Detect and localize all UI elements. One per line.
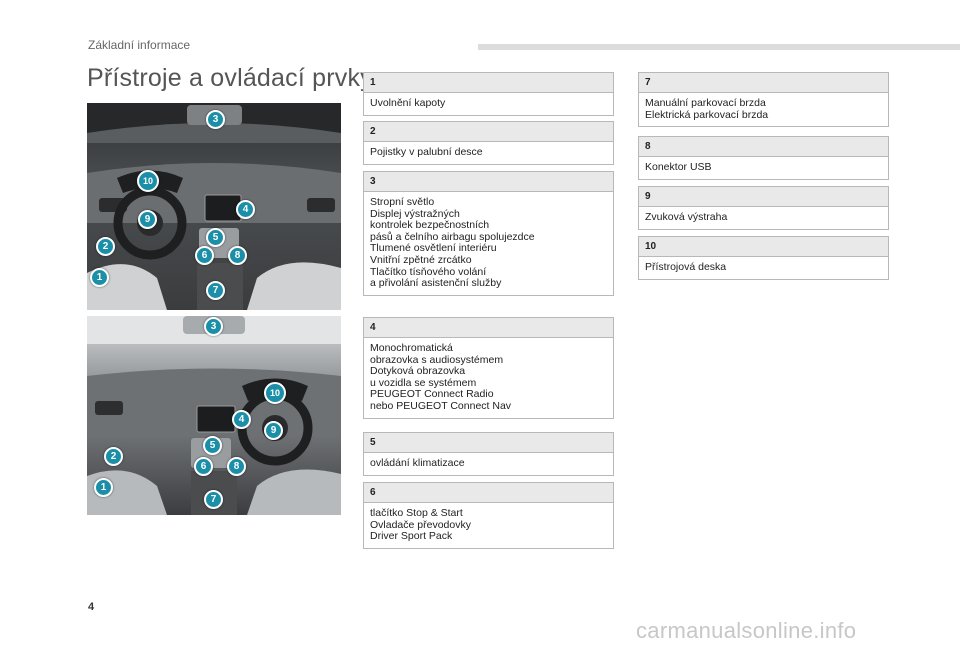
marker-10: 10 [137,170,159,192]
item-number: 6 [364,483,613,503]
item-line: tlačítko Stop & Start [370,507,463,519]
item-line: Ovladače převodovky [370,518,471,531]
item-number: 5 [364,433,613,453]
item-number: 1 [364,73,613,93]
item-box-1: 1 Uvolnění kapoty [363,72,614,116]
marker-6: 6 [194,457,213,476]
item-line: nebo PEUGEOT Connect Nav [370,399,512,412]
item-description: Monochromatická obrazovka s audiosystéme… [364,338,613,418]
item-number: 9 [639,187,888,207]
item-line: Zvuková výstraha [645,211,728,223]
marker-5: 5 [206,228,225,247]
item-number: 4 [364,318,613,338]
marker-2: 2 [96,237,115,256]
page-title: Přístroje a ovládací prvky [87,64,373,92]
item-line: Manuální parkovací brzda [645,97,766,109]
item-box-7: 7 Manuální parkovací brzda Elektrická pa… [638,72,889,128]
dashboard-illustration-rhd [87,316,341,515]
item-line: u vozidla se systémem [370,376,477,389]
dashboard-photo-rhd: 3 10 4 9 5 2 6 8 1 7 [87,316,341,515]
item-line: PEUGEOT Connect Radio [370,388,494,401]
item-number: 7 [639,73,888,93]
item-number: 2 [364,122,613,142]
item-line: Konektor USB [645,161,712,173]
item-box-8: 8 Konektor USB [638,136,889,180]
header-section-label: Základní informace [88,38,191,52]
item-description: Pojistky v palubní desce [364,142,613,164]
marker-2: 2 [104,447,123,466]
dashboard-illustration-lhd [87,103,341,310]
marker-3: 3 [206,110,225,129]
marker-1: 1 [90,268,109,287]
watermark: carmanualsonline.info [636,618,857,643]
header-bar [478,44,960,50]
item-line: Stropní světlo [370,196,435,208]
marker-6: 6 [195,246,214,265]
item-line: pásů a čelního airbagu spolujezdce [370,230,535,243]
item-box-6: 6 tlačítko Stop & Start Ovladače převodo… [363,482,614,549]
marker-1: 1 [94,478,113,497]
marker-8: 8 [228,246,247,265]
item-number: 10 [639,237,888,257]
item-line: obrazovka s audiosystémem [370,353,504,366]
item-box-9: 9 Zvuková výstraha [638,186,889,230]
item-box-3: 3 Stropní světlo Displej výstražných kon… [363,171,614,296]
item-line: Dotyková obrazovka [370,365,466,378]
item-line: Monochromatická [370,342,453,354]
marker-5: 5 [203,436,222,455]
marker-9: 9 [138,210,157,229]
item-box-10: 10 Přístrojová deska [638,236,889,280]
item-description: tlačítko Stop & Start Ovladače převodovk… [364,503,613,548]
item-line: Přístrojová deska [645,261,727,273]
item-description: Přístrojová deska [639,257,888,279]
marker-7: 7 [206,281,225,300]
marker-4: 4 [236,200,255,219]
marker-9: 9 [264,421,283,440]
item-line: Driver Sport Pack [370,530,453,543]
marker-3: 3 [204,317,223,336]
item-line: Tlumené osvětlení interiéru [370,242,497,255]
item-description: Manuální parkovací brzda Elektrická park… [639,93,888,126]
marker-10: 10 [264,382,286,404]
item-line: Pojistky v palubní desce [370,146,483,158]
item-line: Uvolnění kapoty [370,97,446,109]
item-box-2: 2 Pojistky v palubní desce [363,121,614,165]
item-line: Displej výstražných [370,207,460,220]
item-line: ovládání klimatizace [370,457,465,469]
item-description: ovládání klimatizace [364,453,613,475]
marker-8: 8 [227,457,246,476]
item-line: a přivolání asistenční služby [370,277,502,290]
item-box-4: 4 Monochromatická obrazovka s audiosysté… [363,317,614,419]
item-description: Zvuková výstraha [639,207,888,229]
item-number: 8 [639,137,888,157]
item-line: kontrolek bezpečnostních [370,219,490,232]
dashboard-photo-lhd: 3 10 4 9 5 2 6 8 1 7 [87,103,341,310]
item-line: Vnitřní zpětné zrcátko [370,253,472,266]
item-number: 3 [364,172,613,192]
item-description: Uvolnění kapoty [364,93,613,115]
marker-7: 7 [204,490,223,509]
item-description: Stropní světlo Displej výstražných kontr… [364,192,613,295]
item-box-5: 5 ovládání klimatizace [363,432,614,476]
item-line: Tlačítko tísňového volání [370,265,487,278]
marker-4: 4 [232,410,251,429]
item-line: Elektrická parkovací brzda [645,108,769,121]
item-description: Konektor USB [639,157,888,179]
page-number: 4 [88,601,95,613]
